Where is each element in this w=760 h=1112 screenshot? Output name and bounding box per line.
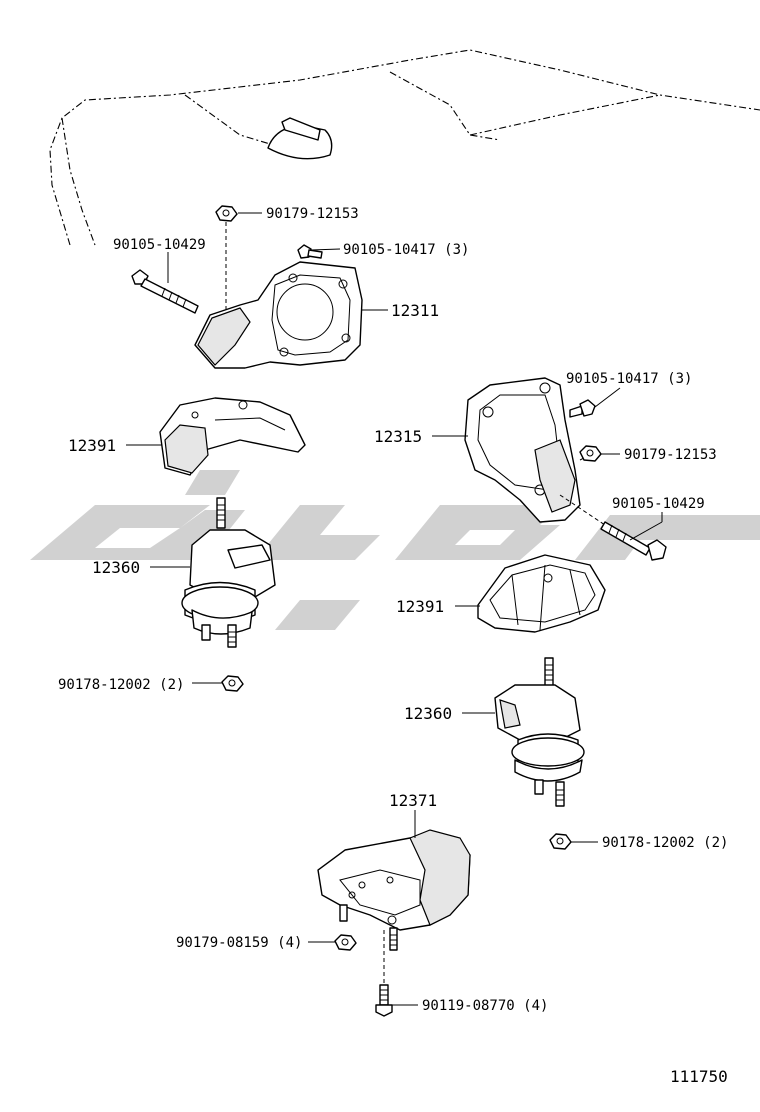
nut-right — [579, 445, 602, 462]
callout-mount-left: 12360 — [92, 558, 140, 577]
nut-bottom-left — [221, 675, 244, 692]
callout-nut-right: 90179-12153 — [624, 447, 717, 463]
engine-mount-left — [181, 497, 276, 648]
nut-rear — [334, 934, 357, 951]
callout-rear-mount: 12371 — [389, 791, 437, 810]
callout-nut-bottom-right: 90178-12002 (2) — [602, 835, 728, 851]
bolt-small-left — [297, 244, 323, 259]
callout-bolt-small-left: 90105-10417 (3) — [343, 242, 469, 258]
nut-bottom-right — [549, 833, 572, 850]
callout-bolt-long-right: 90105-10429 — [612, 496, 705, 512]
callout-bolt-long-left: 90105-10429 — [113, 237, 206, 253]
nut-top-left — [215, 205, 238, 312]
bolt-small-right — [569, 399, 596, 418]
callout-nut-bottom-left: 90178-12002 (2) — [58, 677, 184, 693]
insulator-cover-left — [159, 397, 306, 476]
callout-nut-rear: 90179-08159 (4) — [176, 935, 302, 951]
callout-bolt-rear: 90119-08770 (4) — [422, 998, 548, 1014]
engine-outline — [49, 49, 760, 246]
insulator-cover-right — [477, 554, 606, 633]
rear-mount — [317, 829, 471, 985]
callout-bracket-right: 12315 — [374, 427, 422, 446]
leader-lines — [126, 212, 663, 1006]
bolt-long-right — [600, 521, 667, 561]
callout-insulator-cover-left: 12391 — [68, 436, 116, 455]
bracket-left — [194, 261, 363, 369]
bracket-right — [464, 377, 606, 526]
engine-mount-right — [494, 657, 585, 807]
bolt-long-left — [131, 269, 199, 314]
callout-bracket-left: 12311 — [391, 301, 439, 320]
bolt-rear — [375, 984, 393, 1017]
callout-insulator-cover-right: 12391 — [396, 597, 444, 616]
callout-bolt-small-right: 90105-10417 (3) — [566, 371, 692, 387]
figure-number: 111750 — [670, 1067, 728, 1086]
callout-nut-top-left: 90179-12153 — [266, 206, 359, 222]
callout-mount-right: 12360 — [404, 704, 452, 723]
